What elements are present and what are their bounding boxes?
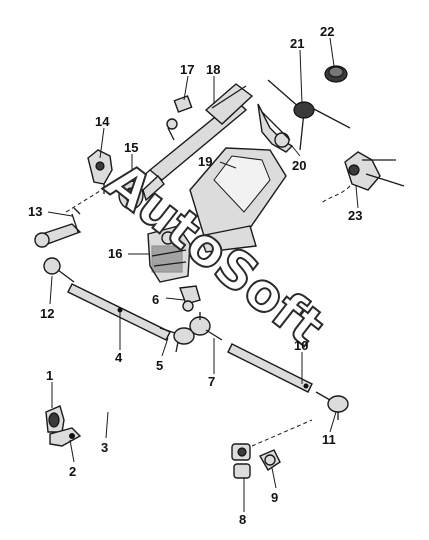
ignition-lock [118,174,165,210]
callout-1: 1 [46,368,53,383]
end-bushing [231,443,251,479]
callout-22: 22 [320,24,334,39]
tie-rod-end-left [43,257,75,283]
callout-12: 12 [40,306,54,321]
callout-4: 4 [115,350,123,365]
steering-wheel [258,60,358,151]
tie-rod-end-inner [159,327,195,353]
callout-9: 9 [271,490,278,505]
callout-7: 7 [208,374,215,389]
steering-gearbox [147,225,191,283]
callout-15: 15 [124,140,138,155]
callout-16: 16 [108,246,122,261]
bushing-clamp [49,427,82,447]
idler-link [179,285,201,312]
leader-lines [47,37,359,512]
callout-8: 8 [239,512,246,527]
callout-10: 10 [294,338,308,353]
bar-bushing [45,405,65,433]
callout-6: 6 [152,292,159,307]
callout-11: 11 [322,432,336,447]
tie-rod-right [227,343,331,401]
column-shroud [189,147,287,253]
callout-18: 18 [206,62,220,77]
callout-17: 17 [180,62,194,77]
callout-21: 21 [290,36,304,51]
alignment-line [251,419,313,447]
multifunction-switch [319,151,405,205]
column-switch [257,103,294,153]
horn-pad [324,65,348,83]
callout-13: 13 [28,204,42,219]
callout-14: 14 [95,114,110,129]
callout-numbers: 1 2 3 4 5 6 7 8 9 10 11 12 13 14 15 16 1… [28,24,362,527]
tie-rod-left [67,283,171,341]
pitman-arm [34,207,82,248]
mounting-bracket [87,149,113,194]
center-ball-joint [189,312,223,341]
callout-23: 23 [348,208,362,223]
tie-rod-end-right [327,395,349,420]
stabilizer-link [259,449,281,471]
steering-column [129,83,254,189]
callout-20: 20 [292,158,306,173]
callout-3: 3 [101,440,108,455]
stabilizer-bar [69,356,233,450]
callout-19: 19 [198,154,212,169]
callout-5: 5 [156,358,163,373]
callout-2: 2 [69,464,76,479]
alignment-line [65,185,109,213]
